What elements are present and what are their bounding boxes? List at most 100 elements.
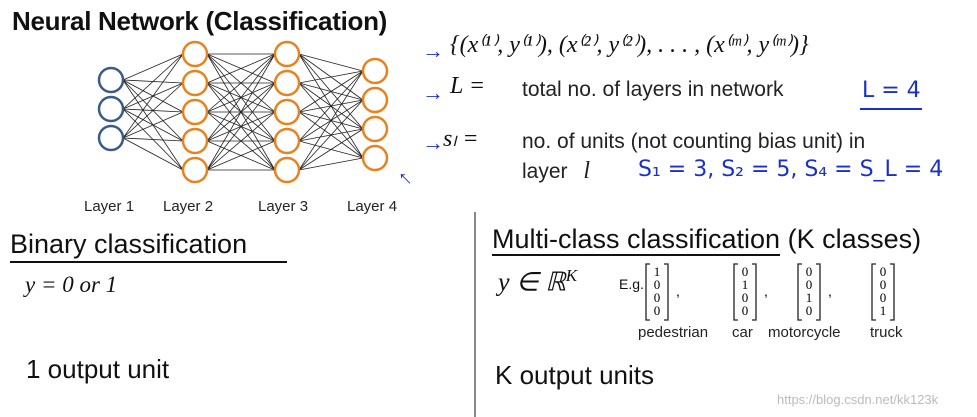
arrow-2-icon: → — [422, 80, 444, 105]
handwritten-L-value: L = 4 — [862, 78, 921, 103]
vector-separator: , — [676, 283, 680, 299]
connection-line — [298, 70, 364, 113]
vertical-divider — [474, 212, 476, 417]
binary-heading-underline — [10, 261, 287, 263]
multi-heading: Multi-class classification (K classes) — [492, 224, 922, 256]
training-set: {(x⁽¹⁾, y⁽¹⁾), (x⁽²⁾, y⁽²⁾), . . . , (x⁽… — [450, 32, 809, 58]
connection-line — [122, 111, 184, 139]
vector-entry: 0 — [806, 264, 813, 279]
layer-3-unit — [273, 69, 301, 97]
vector-bracket — [797, 263, 821, 321]
vector-entry: 1 — [654, 264, 661, 279]
connection-line — [298, 99, 364, 171]
layer-3-label: Layer 3 — [258, 198, 309, 215]
layer-2-unit — [181, 40, 209, 68]
connection-line — [298, 157, 364, 171]
connection-line — [298, 70, 364, 171]
network-diagram — [97, 40, 389, 184]
connection-line — [122, 53, 184, 81]
multi-heading-suffix: (K classes) — [787, 224, 922, 254]
layer-2-label: Layer 2 — [163, 198, 214, 215]
binary-heading: Binary classification — [10, 229, 248, 259]
vector-label-truck: truck — [870, 324, 903, 341]
connection-line — [298, 70, 364, 142]
layer-1-label: Layer 1 — [84, 198, 135, 215]
s-symbol: sₗ = — [443, 126, 479, 152]
watermark: https://blog.csdn.net/kk123k — [777, 392, 939, 407]
binary-output: 1 output unit — [26, 354, 170, 384]
vector-label-car: car — [732, 324, 753, 341]
layer-2-unit — [181, 127, 209, 155]
connection-line — [298, 128, 364, 171]
vector-separator: , — [764, 283, 768, 299]
vector-entry: 0 — [742, 303, 749, 318]
handwritten-s-values: S₁ = 3, S₂ = 5, S₄ = S_L = 4 — [638, 157, 944, 182]
vector-entry: 0 — [880, 290, 887, 305]
connection-line — [206, 53, 276, 142]
multi-y-sup: K — [565, 266, 578, 285]
multi-output: K output units — [495, 360, 654, 390]
connection-line — [298, 53, 364, 72]
layer-4-unit — [361, 144, 389, 172]
vector-entry: 0 — [806, 277, 813, 292]
connection-line — [206, 53, 276, 171]
multi-y-expression: y ∈ ℝK — [498, 266, 577, 298]
connection-line — [122, 137, 184, 171]
vector-entry: 0 — [654, 290, 661, 305]
vector-entry: 0 — [742, 264, 749, 279]
vector-entry: 0 — [654, 277, 661, 292]
layer-4-unit — [361, 115, 389, 143]
layer-1-unit — [97, 66, 125, 94]
connection-line — [298, 70, 364, 84]
layer-4-unit — [361, 57, 389, 85]
layer-4-unit — [361, 86, 389, 114]
connection-line — [206, 82, 276, 171]
vector-bracket — [871, 263, 895, 321]
s-description-var: l — [583, 158, 591, 184]
vector-entry: 1 — [742, 277, 749, 292]
s-description-line1: no. of units (not counting bias unit) in — [522, 130, 866, 153]
binary-y-expression: y = 0 or 1 — [25, 272, 118, 297]
connection-line — [206, 140, 276, 171]
L-description: total no. of layers in network — [522, 78, 784, 101]
vector-separator: , — [828, 283, 832, 299]
connection-line — [206, 53, 276, 113]
layer-3-unit — [273, 98, 301, 126]
vector-label-pedestrian: pedestrian — [638, 324, 709, 341]
layer-1-unit — [97, 95, 125, 123]
layer-2-unit — [181, 156, 209, 184]
vector-entry: 0 — [880, 264, 887, 279]
connection-line — [122, 53, 184, 110]
s-description-line2: layer l — [522, 158, 590, 185]
vector-entry: 0 — [654, 303, 661, 318]
vector-bracket — [733, 263, 757, 321]
page-title: Neural Network (Classification) — [12, 6, 388, 36]
vector-entry: 0 — [742, 290, 749, 305]
layer-3-unit — [273, 156, 301, 184]
layer-2-unit — [181, 69, 209, 97]
arrow-3-icon: → — [422, 130, 444, 155]
layer-3-unit — [273, 127, 301, 155]
connection-line — [122, 82, 184, 139]
vector-entry: 0 — [806, 303, 813, 318]
vector-entry: 0 — [880, 277, 887, 292]
connection-line — [206, 53, 276, 84]
layer-2-unit — [181, 98, 209, 126]
layer-4-label: Layer 4 — [347, 198, 398, 215]
vector-entry: 1 — [880, 303, 887, 318]
arrow-1-icon: → — [422, 38, 444, 63]
connection-line — [122, 137, 184, 142]
eg-label: E.g. — [619, 276, 644, 292]
connection-line — [122, 53, 184, 139]
L-value-underline — [860, 108, 922, 110]
vector-label-motorcycle: motorcycle — [768, 324, 841, 341]
s-description-layer-word: layer — [522, 160, 568, 183]
connection-line — [206, 111, 276, 171]
multi-y-base: y ∈ ℝ — [498, 267, 566, 297]
vector-bracket — [645, 263, 669, 321]
vector-entry: 1 — [806, 290, 813, 305]
L-symbol: L = — [450, 73, 486, 99]
multi-heading-main: Multi-class classification — [492, 224, 781, 256]
layer-3-unit — [273, 40, 301, 68]
